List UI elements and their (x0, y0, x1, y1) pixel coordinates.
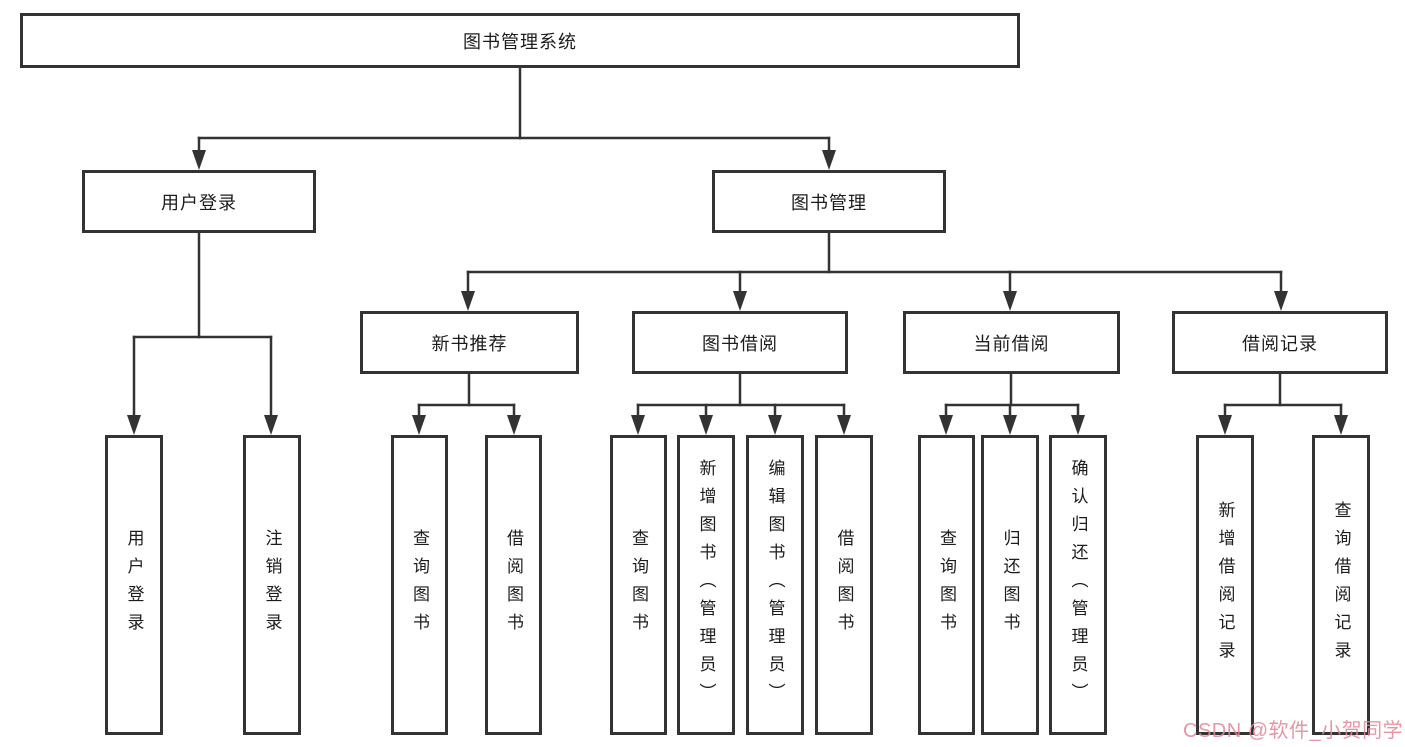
node-borrow-records-label: 借阅记录 (1242, 333, 1318, 354)
node-book-management-label: 图书管理 (791, 192, 867, 213)
leaf-logout-label: 注销登录 (262, 529, 282, 641)
leaf-record-add: 新增借阅记录 (1196, 435, 1254, 735)
node-user-login-label: 用户登录 (161, 192, 237, 213)
node-current-borrow: 当前借阅 (903, 311, 1120, 374)
leaf-newbook-borrow-label: 借阅图书 (504, 529, 523, 641)
leaf-record-query-label: 查询借阅记录 (1331, 501, 1351, 669)
leaf-current-return-label: 归还图书 (1000, 529, 1020, 641)
node-book-borrow: 图书借阅 (632, 311, 848, 374)
leaf-borrow-borrow-label: 借阅图书 (834, 529, 854, 641)
leaf-current-query: 查询图书 (918, 435, 975, 735)
node-user-login: 用户登录 (82, 170, 316, 233)
leaf-borrow-add-admin-label: 新增图书（管理员） (696, 459, 716, 711)
leaf-current-confirm-admin-label: 确认归还（管理员） (1068, 459, 1088, 711)
leaf-newbook-query-label: 查询图书 (410, 529, 429, 641)
leaf-borrow-add-admin: 新增图书（管理员） (677, 435, 735, 735)
leaf-borrow-query-label: 查询图书 (629, 529, 648, 641)
leaf-current-confirm-admin: 确认归还（管理员） (1049, 435, 1107, 735)
leaf-current-query-label: 查询图书 (937, 529, 956, 641)
leaf-user-login: 用户登录 (105, 435, 163, 735)
leaf-user-login-label: 用户登录 (124, 529, 144, 641)
leaf-newbook-query: 查询图书 (391, 435, 448, 735)
csdn-watermark: CSDN @软件_小贺同学 (1183, 720, 1404, 742)
node-book-borrow-label: 图书借阅 (702, 333, 778, 354)
node-book-management: 图书管理 (712, 170, 946, 233)
node-new-book-recommend-label: 新书推荐 (431, 333, 508, 354)
leaf-logout: 注销登录 (243, 435, 301, 735)
leaf-record-query: 查询借阅记录 (1312, 435, 1370, 735)
node-current-borrow-label: 当前借阅 (973, 333, 1050, 354)
leaf-borrow-borrow: 借阅图书 (815, 435, 873, 735)
node-borrow-records: 借阅记录 (1172, 311, 1388, 374)
node-root-system-label: 图书管理系统 (463, 31, 577, 52)
leaf-borrow-edit-admin-label: 编辑图书（管理员） (765, 459, 785, 711)
leaf-newbook-borrow: 借阅图书 (485, 435, 542, 735)
leaf-record-add-label: 新增借阅记录 (1215, 501, 1235, 669)
leaf-borrow-query: 查询图书 (610, 435, 667, 735)
node-root-system: 图书管理系统 (20, 13, 1020, 68)
node-new-book-recommend: 新书推荐 (360, 311, 579, 374)
leaf-current-return: 归还图书 (981, 435, 1039, 735)
leaf-borrow-edit-admin: 编辑图书（管理员） (746, 435, 804, 735)
